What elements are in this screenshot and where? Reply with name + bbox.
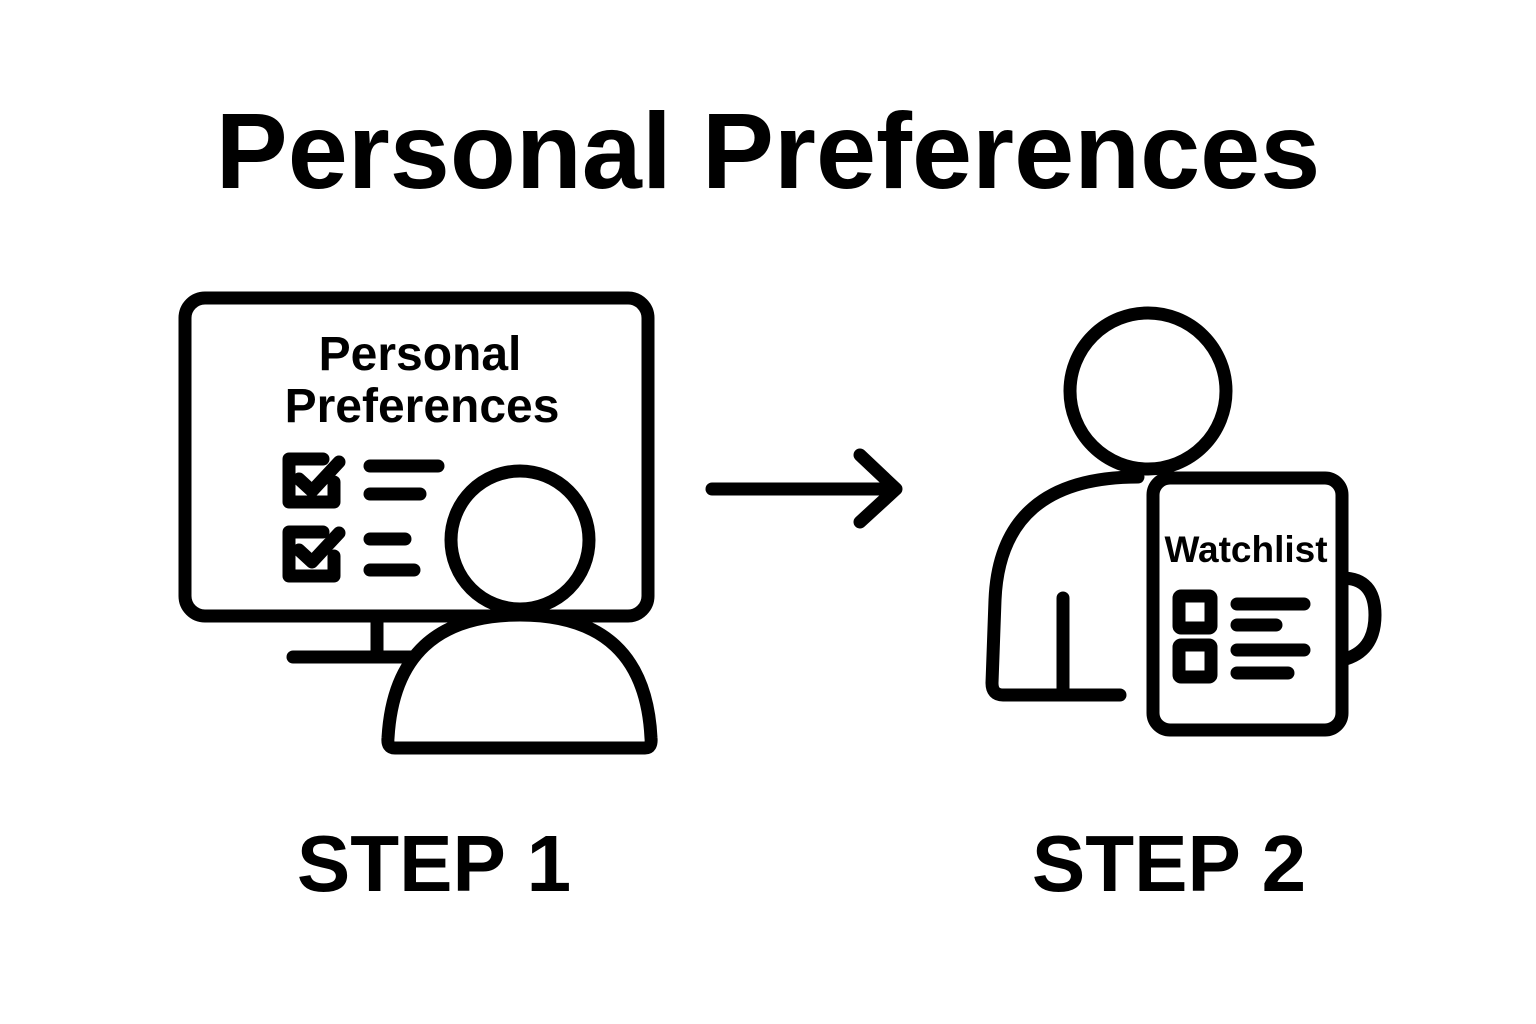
checkbox-frame — [282, 452, 341, 509]
monitor-icon — [178, 291, 655, 664]
checked-box-icon — [282, 525, 346, 583]
screen-title-line2: Preferences — [285, 380, 560, 433]
person-icon — [381, 464, 658, 755]
screen-title-line1: Personal — [319, 328, 522, 381]
checked-box-icon — [282, 452, 346, 509]
arrow-head — [853, 448, 903, 529]
monitor-screen — [178, 291, 655, 623]
person-body — [985, 470, 1145, 702]
empty-box-icon — [1172, 589, 1218, 635]
checkmark — [292, 455, 346, 498]
person-head — [1063, 306, 1233, 476]
main-title: Personal Preferences — [216, 90, 1321, 211]
person-head — [444, 464, 596, 616]
checkbox-frame — [282, 525, 341, 583]
step2-label: STEP 2 — [1032, 819, 1306, 908]
step2-illustration — [985, 306, 1382, 737]
checkmark — [292, 526, 346, 569]
step1-illustration — [178, 291, 658, 755]
watchlist-title: Watchlist — [1164, 529, 1327, 570]
person-body — [381, 608, 658, 755]
cup-handle-icon — [1335, 571, 1382, 667]
arrow-right-icon — [705, 448, 903, 529]
step1-label: STEP 1 — [297, 819, 571, 908]
empty-box-icon — [1172, 638, 1218, 684]
person-icon — [985, 306, 1233, 702]
